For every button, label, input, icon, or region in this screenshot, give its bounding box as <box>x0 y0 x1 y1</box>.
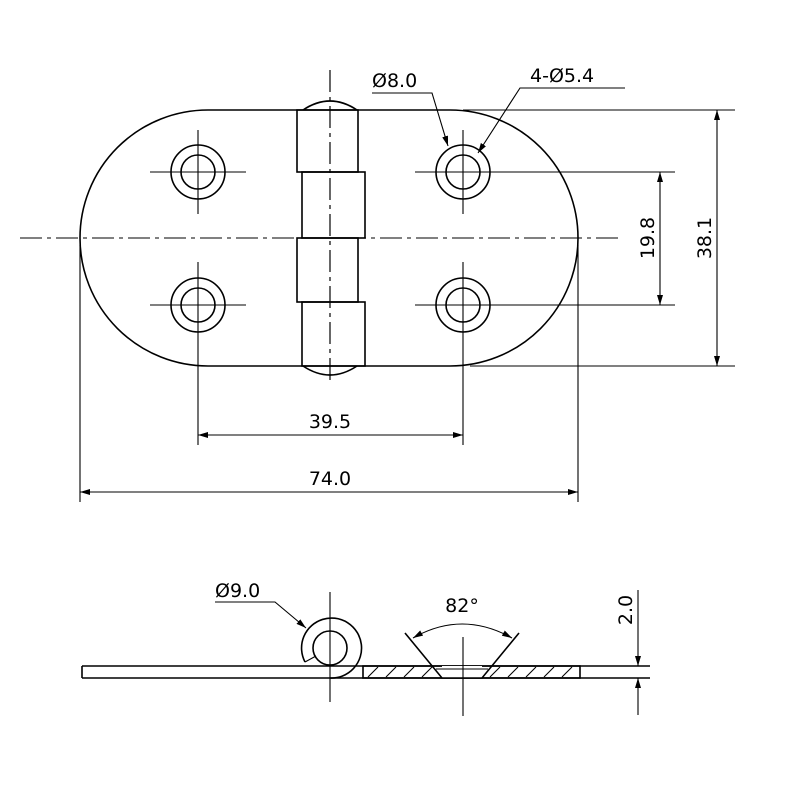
dim-knuckle-diameter: Ø9.0 <box>215 580 260 602</box>
dim-overall-height: 38.1 <box>694 217 716 259</box>
dim-countersink-angle: 82° <box>445 595 479 617</box>
side-view: 82° Ø9.0 2.0 <box>81 580 650 716</box>
dim-hole-diameter: 4-Ø5.4 <box>530 65 594 87</box>
mounting-holes <box>150 130 675 445</box>
hole <box>415 262 675 445</box>
hole <box>415 130 675 214</box>
hatched-section <box>362 665 581 679</box>
leader-d8: Ø8.0 <box>372 70 449 147</box>
knuckle-section <box>300 617 363 679</box>
top-view: Ø8.0 4-Ø5.4 38.1 19.8 39.5 74.0 <box>20 65 735 502</box>
dim-hole-spacing-vertical: 19.8 <box>637 217 659 259</box>
hole <box>150 130 246 214</box>
plate-outline <box>79 109 579 367</box>
dim-overall-length: 74.0 <box>309 468 351 490</box>
dim-thickness: 2.0 <box>615 595 637 625</box>
dim-hole-spacing-horizontal: 39.5 <box>309 411 351 433</box>
dim-hole-counterbore: Ø8.0 <box>372 70 417 92</box>
leader-4xd54: 4-Ø5.4 <box>477 65 625 154</box>
knuckle <box>296 70 366 385</box>
hole <box>150 262 246 445</box>
